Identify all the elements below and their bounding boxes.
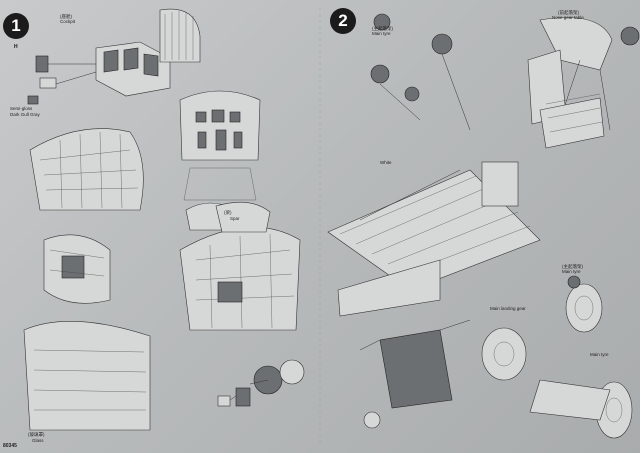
gear-bay-panels [527, 49, 605, 149]
cockpit-tub [95, 41, 171, 97]
glass-label-cn: (玻璃罩) [28, 432, 45, 437]
step-2-badge: 2 [330, 8, 356, 34]
seat-color-label: Semi-gloss [10, 106, 33, 111]
step-1-badge: 1 [3, 13, 29, 39]
footer-code: 80345 [3, 443, 17, 449]
main-landing-label: Main landing gear [490, 306, 526, 311]
wing-floor [327, 161, 541, 317]
main-gear-label: Main tyre [372, 31, 391, 36]
wheel-label: Main tyre [562, 269, 581, 274]
white-label: White [380, 160, 392, 165]
cockpit-label: Cockpit [60, 19, 76, 24]
paint-code-1: H [14, 44, 18, 50]
dark-gray-label: Dark Gull Gray [10, 112, 40, 117]
glass-label: Glass [32, 438, 44, 443]
main-gear-label-cn: (主起落架) [372, 26, 393, 31]
main-gear-detail [359, 319, 471, 429]
main-wheels [481, 275, 633, 439]
spar-label-cn: (梁) [224, 210, 232, 215]
spar-label: Spar [230, 216, 240, 221]
nose-gear-assembly [370, 13, 640, 131]
rear-bulkhead [159, 8, 201, 63]
nose-gear-label-cn: (前起落架) [558, 10, 579, 15]
canopy-parts [185, 201, 271, 233]
instrument-panel [179, 90, 261, 201]
nose-section [23, 321, 151, 431]
nose-gear-label: Nose gear table [552, 15, 584, 20]
seat-parts [217, 359, 305, 407]
fuselage-right [179, 226, 301, 331]
wheel-label-cn: (主起落架) [562, 264, 583, 269]
cockpit-section [43, 234, 111, 304]
fuselage-left [29, 128, 144, 211]
cockpit-label-cn: (座舱) [60, 14, 72, 19]
small-parts [27, 55, 97, 105]
tire-label: Main tyre [590, 352, 609, 357]
